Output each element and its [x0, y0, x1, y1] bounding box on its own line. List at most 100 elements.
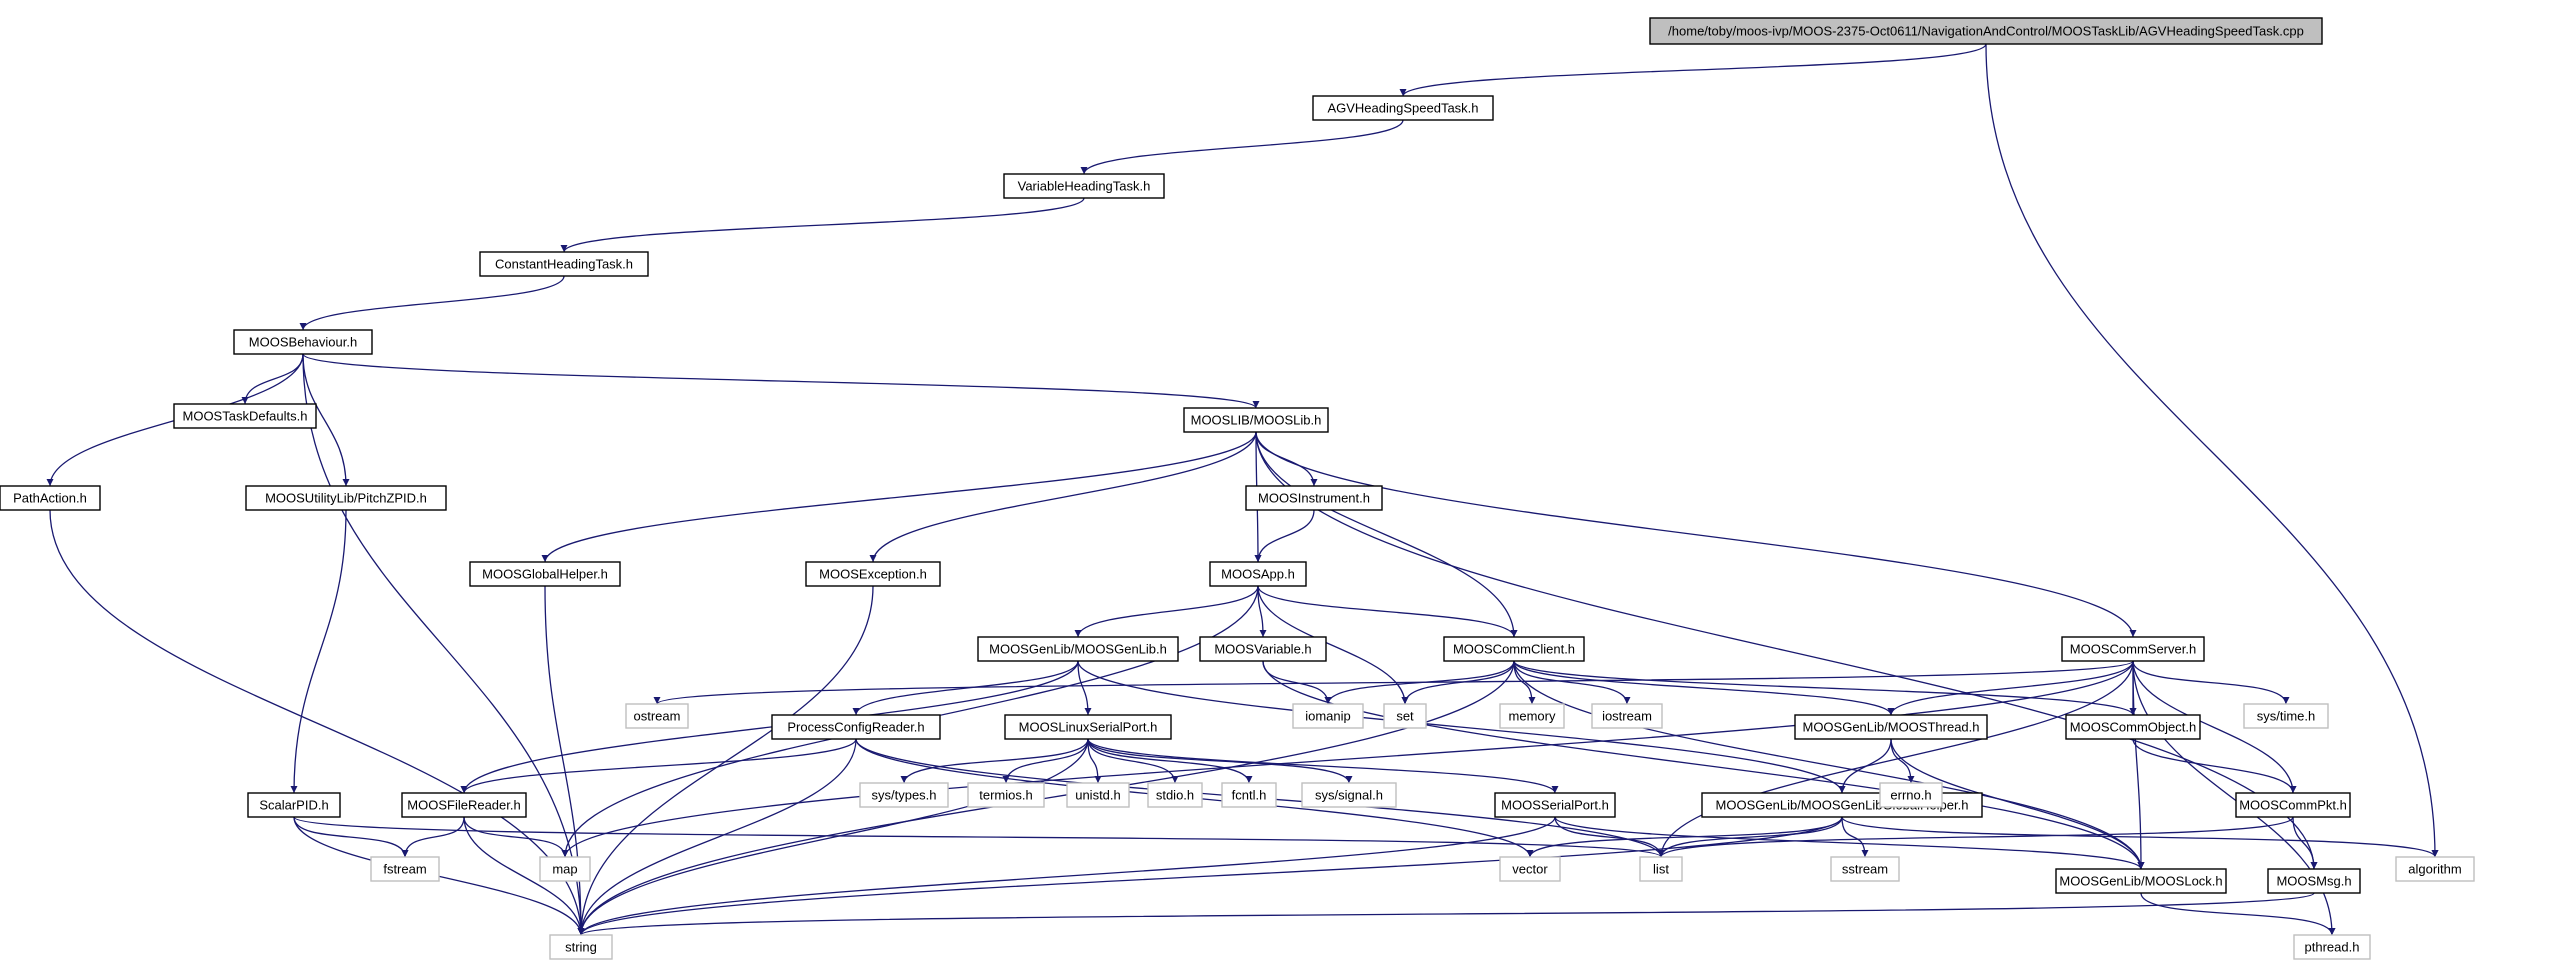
node-serialport[interactable]: MOOSSerialPort.h: [1494, 792, 1616, 818]
node-label-systime: sys/time.h: [2257, 709, 2316, 724]
node-box-root: [1649, 17, 2323, 45]
node-pcr[interactable]: ProcessConfigReader.h: [771, 714, 941, 740]
node-box-syssignal: [1301, 782, 1397, 808]
node-commpkt[interactable]: MOOSCommPkt.h: [2235, 792, 2351, 818]
node-label-iostream: iostream: [1602, 709, 1652, 724]
node-pathaction[interactable]: PathAction.h: [0, 485, 101, 511]
edge-mooslib-to-msg: [1255, 431, 2318, 870]
node-box-scalarpid: [247, 792, 341, 818]
edge-serialport-to-lock: [1554, 816, 2145, 870]
edge-beh-to-mooslib: [302, 353, 1260, 409]
node-box-list: [1639, 856, 1683, 882]
node-set: set: [1383, 703, 1427, 729]
node-box-stdio: [1147, 782, 1203, 808]
edge-commserver-to-systime: [2132, 660, 2290, 705]
node-commserver[interactable]: MOOSCommServer.h: [2061, 636, 2205, 662]
edge-filereader-to-string: [463, 816, 585, 936]
node-label-fstream: fstream: [383, 862, 426, 877]
edge-linuxserial-to-unistd: [1087, 738, 1102, 784]
node-box-ostream: [625, 703, 689, 729]
edge-commclient-to-commobj: [1513, 660, 2137, 716]
edge-pitch-to-scalarpid: [290, 509, 347, 794]
node-taskdef[interactable]: MOOSTaskDefaults.h: [173, 403, 317, 429]
node-commclient[interactable]: MOOSCommClient.h: [1443, 636, 1585, 662]
node-unistd: unistd.h: [1066, 782, 1130, 808]
node-stdio: stdio.h: [1147, 782, 1203, 808]
node-msg[interactable]: MOOSMsg.h: [2267, 868, 2361, 894]
edge-commserver-to-list: [1657, 660, 2134, 858]
node-termios: termios.h: [967, 782, 1045, 808]
node-linuxserial[interactable]: MOOSLinuxSerialPort.h: [1004, 714, 1172, 740]
node-genlib[interactable]: MOOSGenLib/MOOSGenLib.h: [977, 636, 1179, 662]
node-label-stdio: stdio.h: [1156, 788, 1194, 803]
node-label-systypes: sys/types.h: [871, 788, 936, 803]
node-label-instr: MOOSInstrument.h: [1258, 491, 1370, 506]
node-label-commserver: MOOSCommServer.h: [2070, 642, 2196, 657]
edge-globalhelper-to-string: [544, 585, 585, 936]
node-box-algorithm: [2395, 856, 2475, 882]
node-box-vht: [1003, 173, 1165, 199]
node-box-vector: [1499, 856, 1561, 882]
node-agv[interactable]: AGVHeadingSpeedTask.h: [1312, 95, 1494, 121]
node-layer: /home/toby/moos-ivp/MOOS-2375-Oct0611/Na…: [0, 17, 2475, 960]
edge-app-to-commclient: [1257, 585, 1518, 638]
edge-scalarpid-to-fstream: [293, 816, 409, 858]
node-box-set: [1383, 703, 1427, 729]
node-filereader[interactable]: MOOSFileReader.h: [401, 792, 527, 818]
node-box-mooslib: [1183, 407, 1329, 433]
node-instr[interactable]: MOOSInstrument.h: [1245, 485, 1383, 511]
node-box-string: [549, 934, 613, 960]
node-mooslib[interactable]: MOOSLIB/MOOSLib.h: [1183, 407, 1329, 433]
node-vht[interactable]: VariableHeadingTask.h: [1003, 173, 1165, 199]
node-box-pthread: [2293, 934, 2371, 960]
edge-genlib-to-filereader: [460, 660, 1079, 794]
edge-agv-to-vht: [1080, 119, 1404, 175]
node-thread[interactable]: MOOSGenLib/MOOSThread.h: [1794, 714, 1988, 740]
node-label-linuxserial: MOOSLinuxSerialPort.h: [1019, 720, 1158, 735]
edge-filereader-to-fstream: [401, 816, 465, 858]
edge-linuxserial-to-serialport: [1087, 738, 1559, 794]
node-commobj[interactable]: MOOSCommObject.h: [2065, 714, 2201, 740]
node-pitch[interactable]: MOOSUtilityLib/PitchZPID.h: [245, 485, 447, 511]
node-box-genlib: [977, 636, 1179, 662]
edge-root-to-algorithm: [1985, 43, 2439, 858]
node-label-pthread: pthread.h: [2305, 940, 2360, 955]
edge-commserver-to-thread: [1887, 660, 2134, 716]
node-lock[interactable]: MOOSGenLib/MOOSLock.h: [2055, 868, 2227, 894]
node-label-genlib: MOOSGenLib/MOOSGenLib.h: [989, 642, 1167, 657]
edge-root-to-agv: [1399, 43, 1987, 97]
edge-app-to-set: [1257, 585, 1409, 705]
node-app[interactable]: MOOSApp.h: [1209, 561, 1307, 587]
edge-instr-to-app: [1254, 509, 1315, 563]
node-box-instr: [1245, 485, 1383, 511]
node-cht[interactable]: ConstantHeadingTask.h: [479, 251, 649, 277]
edge-ggh-to-vector: [1526, 816, 1843, 858]
node-label-ostream: ostream: [634, 709, 681, 724]
node-label-beh: MOOSBehaviour.h: [249, 335, 357, 350]
node-label-string: string: [565, 940, 597, 955]
node-label-scalarpid: ScalarPID.h: [259, 798, 328, 813]
node-label-memory: memory: [1509, 709, 1556, 724]
node-label-map: map: [552, 862, 577, 877]
edge-commclient-to-thread: [1513, 660, 1895, 716]
edge-variable-to-lock: [1262, 660, 2145, 870]
node-globalhelper[interactable]: MOOSGlobalHelper.h: [469, 561, 621, 587]
node-root[interactable]: /home/toby/moos-ivp/MOOS-2375-Oct0611/Na…: [1649, 17, 2323, 45]
edge-genlib-to-ggh: [1077, 660, 1846, 794]
node-box-pathaction: [0, 485, 101, 511]
node-label-iomanip: iomanip: [1305, 709, 1351, 724]
node-variable[interactable]: MOOSVariable.h: [1199, 636, 1327, 662]
edge-vht-to-cht: [560, 197, 1085, 253]
node-exception[interactable]: MOOSException.h: [805, 561, 941, 587]
node-beh[interactable]: MOOSBehaviour.h: [233, 329, 373, 355]
node-label-commclient: MOOSCommClient.h: [1453, 642, 1575, 657]
node-label-app: MOOSApp.h: [1221, 567, 1295, 582]
node-pthread: pthread.h: [2293, 934, 2371, 960]
node-label-termios: termios.h: [979, 788, 1032, 803]
node-box-lock: [2055, 868, 2227, 894]
node-scalarpid[interactable]: ScalarPID.h: [247, 792, 341, 818]
edge-layer: [46, 43, 2439, 936]
node-box-serialport: [1494, 792, 1616, 818]
node-label-variable: MOOSVariable.h: [1214, 642, 1311, 657]
edge-thread-to-lock: [1890, 738, 2145, 870]
